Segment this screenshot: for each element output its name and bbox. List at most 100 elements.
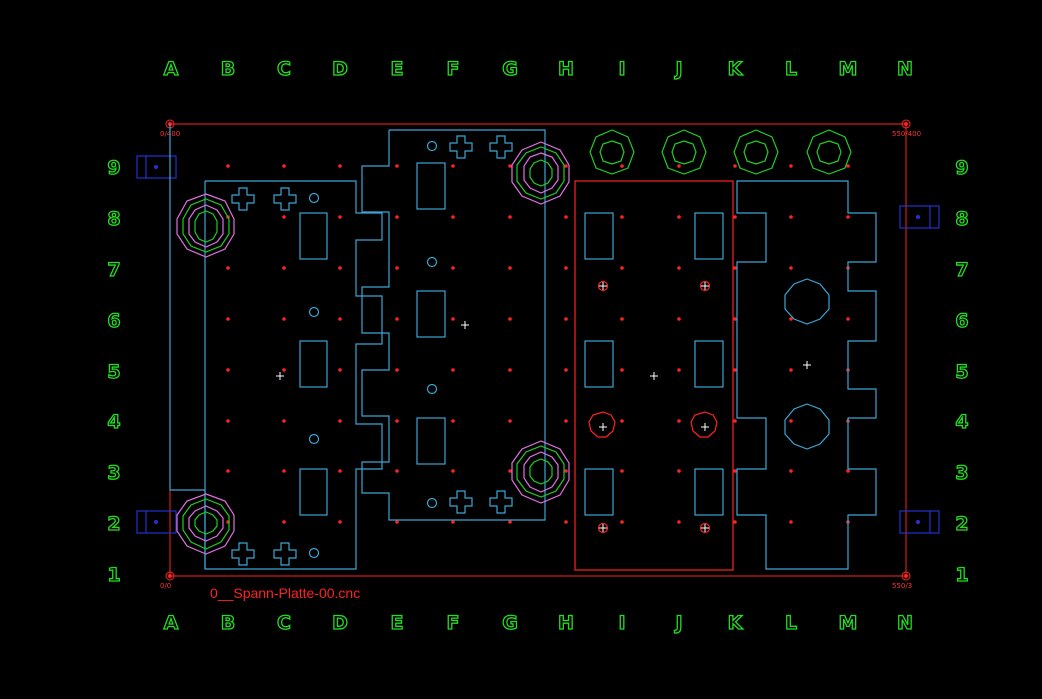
col-label: N: [897, 612, 913, 634]
grid-hole: [395, 469, 399, 473]
grid-hole: [677, 419, 681, 423]
grid-hole: [226, 164, 230, 168]
grid-hole: [338, 368, 342, 372]
col-label: L: [785, 58, 797, 80]
grid-hole: [564, 266, 568, 270]
grid-hole: [846, 215, 850, 219]
grid-hole: [395, 419, 399, 423]
row-label: 3: [955, 462, 968, 484]
grid-hole: [846, 164, 850, 168]
row-label: 2: [955, 513, 968, 535]
col-label: F: [447, 612, 460, 634]
row-label: 4: [107, 411, 120, 433]
grid-hole: [564, 368, 568, 372]
grid-hole: [508, 266, 512, 270]
grid-hole: [395, 215, 399, 219]
grid-hole: [282, 266, 286, 270]
column-labels-top: A B C D E F G H I J K L M N: [163, 57, 914, 80]
col-label: N: [897, 58, 913, 80]
row-label: 9: [107, 157, 120, 179]
row-label: 9: [955, 157, 968, 179]
grid-hole: [226, 368, 230, 372]
row-label: 8: [107, 208, 120, 230]
col-label: I: [618, 612, 625, 634]
grid-hole: [395, 520, 399, 524]
clamp-right-bottom: [899, 510, 940, 534]
program-filename: 0__Spann-Platte-00.cnc: [210, 585, 360, 601]
col-label: C: [277, 612, 291, 634]
grid-hole: [508, 419, 512, 423]
col-label: K: [728, 612, 744, 634]
grid-holes: [226, 164, 850, 524]
corner-label-top-right: 550/400: [892, 130, 921, 138]
clamps[interactable]: [136, 155, 940, 534]
grid-hole: [338, 215, 342, 219]
grid-hole: [395, 368, 399, 372]
grid-hole: [620, 520, 624, 524]
workpiece-red[interactable]: [574, 180, 734, 571]
grid-hole: [620, 368, 624, 372]
grid-hole: [282, 520, 286, 524]
row-label: 4: [955, 411, 968, 433]
grid-hole: [451, 317, 455, 321]
col-label: G: [502, 612, 518, 634]
grid-hole: [508, 164, 512, 168]
corner-marker-bottom-right: [901, 571, 911, 581]
row-label: 7: [107, 259, 120, 281]
col-label: M: [839, 58, 858, 80]
grid-hole: [789, 469, 793, 473]
corner-markers: [165, 119, 911, 581]
grid-hole: [564, 215, 568, 219]
grid-hole: [338, 317, 342, 321]
grid-hole: [620, 215, 624, 219]
row-label: 1: [955, 564, 968, 586]
col-label: D: [332, 58, 348, 80]
row-label: 7: [955, 259, 968, 281]
corner-label-bottom-left: 0/0: [160, 582, 171, 590]
fixture-right[interactable]: [736, 180, 877, 570]
grid-hole: [789, 164, 793, 168]
row-label: 5: [955, 361, 968, 383]
grid-hole: [451, 368, 455, 372]
fixture-middle[interactable]: [361, 129, 546, 521]
grid-hole: [451, 266, 455, 270]
grid-hole: [733, 368, 737, 372]
col-label: J: [673, 58, 682, 80]
col-label: F: [447, 58, 460, 80]
octagon-fixture-g3: [511, 440, 570, 504]
grid-hole: [789, 368, 793, 372]
grid-hole: [789, 266, 793, 270]
col-label: A: [164, 58, 179, 80]
grid-hole: [789, 520, 793, 524]
grid-hole: [338, 266, 342, 270]
grid-hole: [395, 266, 399, 270]
fixture-left[interactable]: [169, 124, 383, 570]
grid-hole: [226, 266, 230, 270]
grid-hole: [620, 419, 624, 423]
col-label: G: [502, 58, 518, 80]
grid-hole: [395, 164, 399, 168]
corner-label-bottom-right: 550/3: [892, 582, 912, 590]
grid-hole: [508, 520, 512, 524]
grid-hole: [338, 520, 342, 524]
grid-hole: [282, 368, 286, 372]
grid-hole: [620, 469, 624, 473]
grid-hole: [338, 164, 342, 168]
green-rings-row9[interactable]: [589, 129, 852, 175]
row-labels-left: 9 8 7 6 5 4 3 2 1: [107, 156, 122, 586]
origin-markers: [276, 282, 811, 532]
grid-hole: [620, 164, 624, 168]
grid-hole: [846, 317, 850, 321]
grid-hole: [508, 317, 512, 321]
grid-hole: [226, 469, 230, 473]
grid-hole: [677, 215, 681, 219]
grid-hole: [226, 419, 230, 423]
column-labels-bottom: A B C D E F G H I J K L M N: [163, 611, 914, 634]
grid-hole: [733, 419, 737, 423]
grid-hole: [282, 317, 286, 321]
grid-hole: [282, 469, 286, 473]
grid-hole: [564, 164, 568, 168]
octagon-fixtures[interactable]: [176, 141, 570, 555]
col-label: C: [277, 58, 291, 80]
